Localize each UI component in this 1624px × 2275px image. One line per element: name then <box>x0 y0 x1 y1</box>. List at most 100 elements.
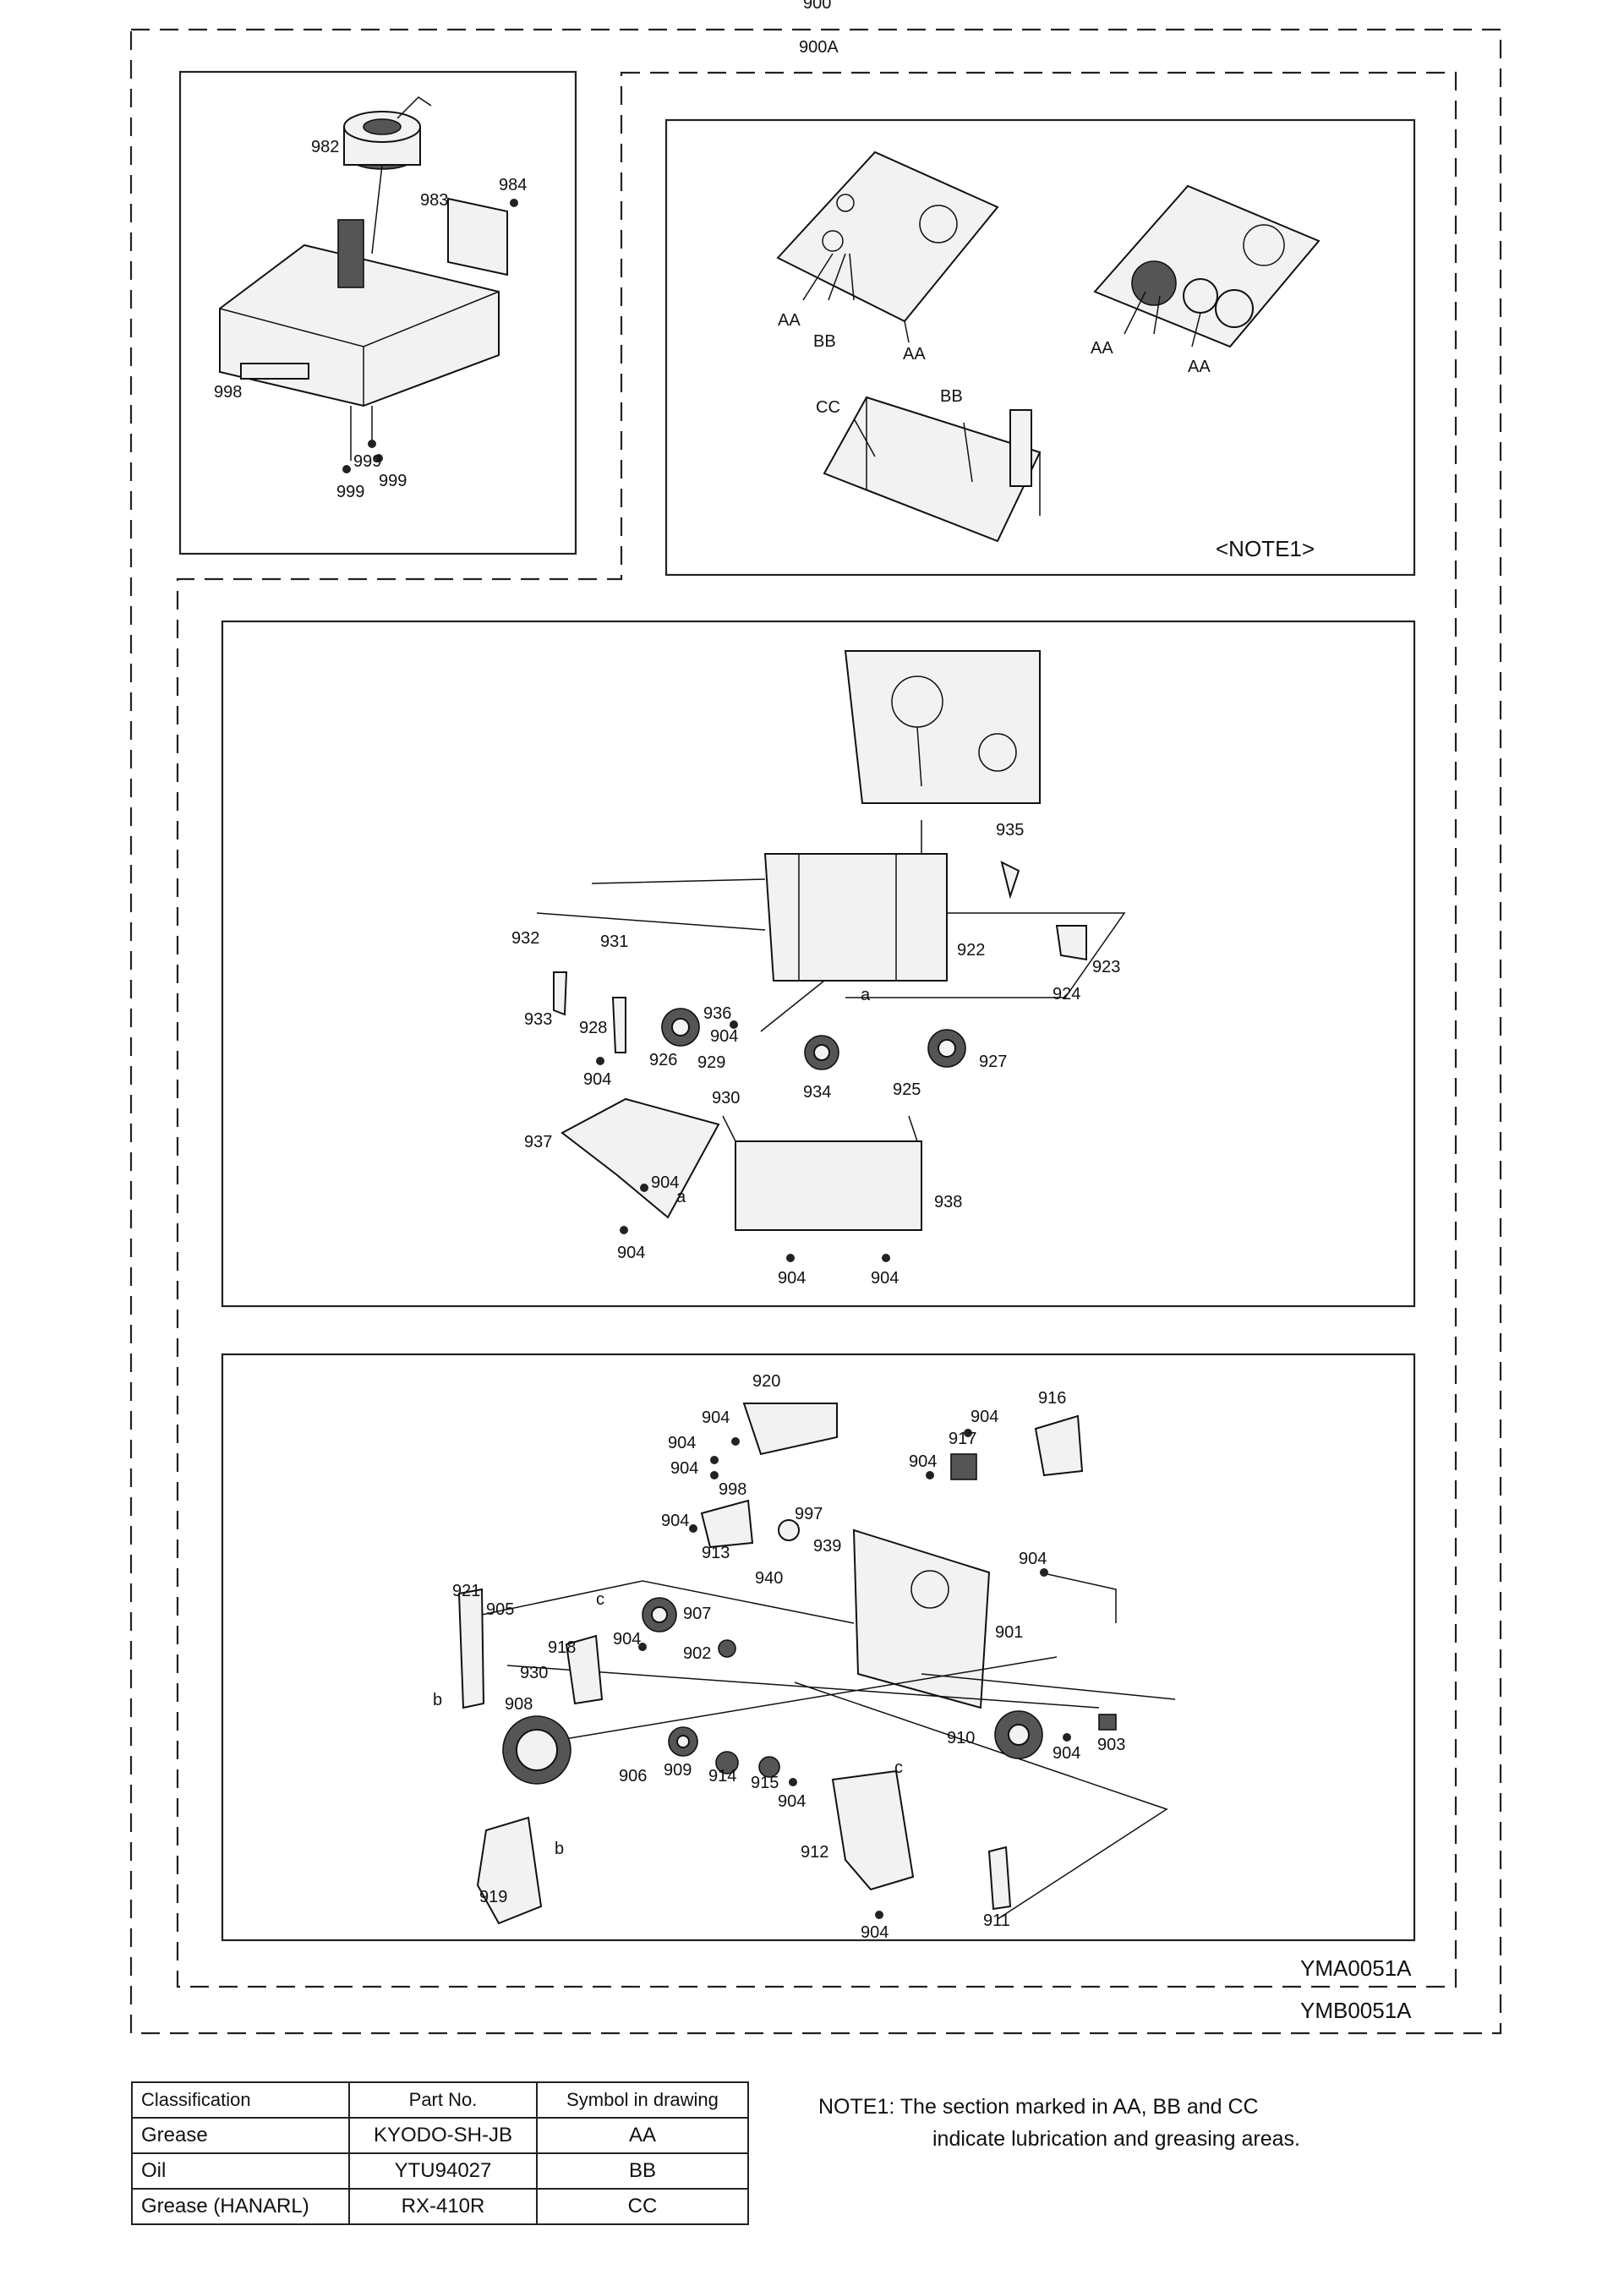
lubrication-table: Classification Part No. Symbol in drawin… <box>131 2081 749 2225</box>
marker-label: AA <box>1188 358 1211 376</box>
part-label: 904 <box>1053 1744 1080 1763</box>
gear-934 <box>804 1035 839 1070</box>
part-label: 904 <box>778 1792 806 1811</box>
gear-914 <box>715 1751 739 1775</box>
part-label: 922 <box>957 941 985 960</box>
part-label: 920 <box>752 1372 780 1391</box>
part-label: 930 <box>520 1664 548 1682</box>
part-label: 901 <box>995 1623 1023 1642</box>
part-label: 930 <box>712 1089 740 1107</box>
part-label: 904 <box>909 1452 937 1471</box>
gear-926 <box>661 1008 700 1047</box>
part-label: 902 <box>683 1644 711 1663</box>
panel-drum-assembly: 982 983 984 998 999 999 999 <box>178 70 577 555</box>
marker-label: AA <box>778 311 801 330</box>
table-cell: Oil <box>131 2152 350 2190</box>
part-label: 921 <box>452 1582 480 1600</box>
part-label: 912 <box>801 1843 828 1862</box>
note1-line2: indicate lubrication and greasing areas. <box>932 2127 1300 2151</box>
center-frame <box>760 820 948 1032</box>
part-label: 982 <box>311 138 339 156</box>
part-label: 924 <box>1053 985 1080 1004</box>
part-label: 917 <box>949 1430 976 1448</box>
block-917 <box>950 1453 977 1480</box>
table-cell: Grease (HANARL) <box>131 2188 350 2225</box>
part-label: 908 <box>505 1695 533 1714</box>
model-code-b: YMB0051A <box>1300 1998 1412 2023</box>
table-cell: YTU94027 <box>348 2152 538 2190</box>
table-row: Grease (HANARL) RX-410R CC <box>131 2188 749 2225</box>
table-cell: KYODO-SH-JB <box>348 2117 538 2154</box>
plate-912 <box>831 1769 915 1891</box>
part-label: a <box>861 986 871 1004</box>
panel-gear-train: 920 904 904 904 916 904 917 904 998 904 … <box>221 1353 1416 1942</box>
part-label: 918 <box>548 1638 576 1657</box>
frame-bottom <box>823 396 1042 543</box>
part-label: 904 <box>861 1923 889 1942</box>
part-label: 915 <box>751 1774 779 1792</box>
plate-937 <box>560 1097 720 1219</box>
part-label: 983 <box>420 191 448 210</box>
table-row: Grease KYODO-SH-JB AA <box>131 2117 749 2154</box>
part-label: 906 <box>619 1767 647 1786</box>
deck-body <box>219 219 500 407</box>
lever-913 <box>700 1499 754 1549</box>
part-label: 926 <box>649 1051 677 1069</box>
part-label: 933 <box>524 1010 552 1029</box>
part-label: 934 <box>803 1083 831 1102</box>
part-label: 984 <box>499 176 527 194</box>
part-label: 931 <box>600 932 628 951</box>
bracket-920 <box>742 1403 838 1456</box>
part-label: 939 <box>813 1537 841 1556</box>
part-label: 927 <box>979 1053 1007 1071</box>
main-plate-901 <box>852 1529 991 1709</box>
plate-919 <box>476 1816 543 1925</box>
note1-line1: NOTE1: The section marked in AA, BB and … <box>818 2095 1259 2119</box>
part-label: 904 <box>702 1408 730 1427</box>
panel-mechanism: 935 932 931 922 923 924 933 928 936 904 … <box>221 620 1416 1308</box>
frame-900a: 900A <box>176 38 1457 1988</box>
part-label: b <box>555 1840 564 1858</box>
table-header: Symbol in drawing <box>536 2081 749 2119</box>
part-label: 936 <box>703 1004 731 1023</box>
part-label: 905 <box>486 1600 514 1619</box>
part-903 <box>1098 1714 1117 1731</box>
bracket-983 <box>447 197 508 276</box>
part-label: a <box>676 1188 686 1206</box>
chassis-top-left <box>776 150 999 323</box>
part-label: 929 <box>697 1053 725 1072</box>
part-label: 932 <box>511 929 539 948</box>
lever-928 <box>611 997 626 1053</box>
label-900: 900 <box>803 0 831 13</box>
bracket-923 <box>1055 925 1087 961</box>
plate-921 <box>457 1588 485 1709</box>
outer-frame-900: 900 <box>129 0 1502 2035</box>
part-label: 904 <box>583 1070 611 1089</box>
part-label: 904 <box>971 1408 998 1426</box>
gear-910 <box>994 1710 1043 1759</box>
part-label: 910 <box>947 1729 975 1747</box>
part-label: 911 <box>983 1911 1010 1930</box>
part-label: 904 <box>617 1244 645 1262</box>
table-cell: CC <box>536 2188 749 2225</box>
part-label: 999 <box>353 452 381 471</box>
part-label: 904 <box>668 1434 696 1452</box>
part-label: b <box>433 1691 442 1709</box>
table-cell: AA <box>536 2117 749 2154</box>
marker-label: CC <box>816 398 840 417</box>
gear-909 <box>668 1726 698 1757</box>
part-label: 997 <box>795 1505 823 1523</box>
part-label: c <box>894 1758 903 1777</box>
chassis-top-right <box>1093 184 1321 348</box>
marker-label: AA <box>1091 339 1113 358</box>
table-cell: BB <box>536 2152 749 2190</box>
part-label: 998 <box>719 1480 746 1499</box>
lever-933 <box>553 971 568 1016</box>
part-label: 999 <box>336 483 364 501</box>
part-label: 925 <box>893 1080 921 1099</box>
part-label: 935 <box>996 821 1024 839</box>
part-label: 904 <box>710 1027 738 1046</box>
lever-918 <box>565 1634 604 1705</box>
table-cell: RX-410R <box>348 2188 538 2225</box>
